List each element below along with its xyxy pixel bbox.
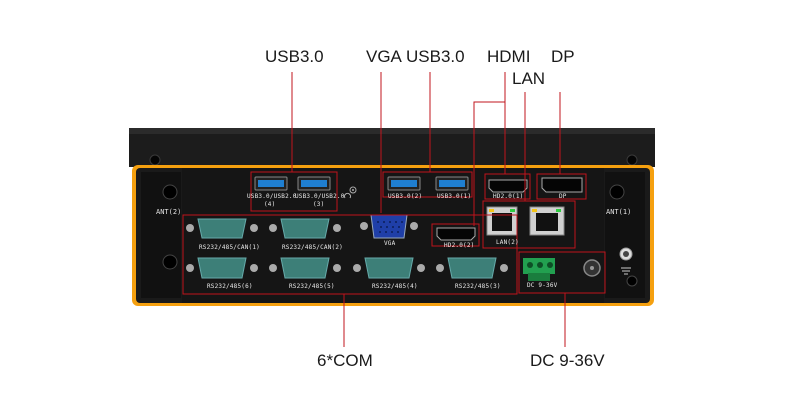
hdmi-port-top [488,179,528,193]
callout-lan: LAN [512,69,546,88]
usb-right-2-label: USB3.0(1) [437,193,472,200]
com2-label: RS232/485/CAN(2) [282,244,343,251]
usb-right-1-label: USB3.0(2) [388,193,423,200]
usb-left-1-num: (4) [264,201,276,208]
vga-label: VGA [384,240,396,247]
com-port-6 [436,257,508,279]
callout-lines [182,72,606,347]
antenna-holes [162,184,638,287]
callout-dp: DP [551,47,575,66]
hdmi-port-bottom [436,227,476,241]
ant-right-label: ANT(1) [606,208,632,216]
com-port-1 [186,218,258,239]
callout-dc: DC 9-36V [530,351,605,370]
com-ports [186,218,508,279]
callout-usb-left: USB3.0 [265,47,324,66]
com4-label: RS232/485(5) [289,283,335,290]
power-icon [344,186,357,199]
com-port-5 [353,257,425,279]
hdmi-top-label: HD2.0(1) [493,193,524,200]
callout-usb-right: USB3.0 [406,47,465,66]
lan-ports [486,206,565,236]
callout-hdmi: HDMI [487,47,531,66]
chassis-cover [129,128,655,167]
com-port-3 [186,257,258,279]
com-port-2 [269,218,341,239]
callout-com: 6*COM [317,351,373,370]
dp-label: DP [559,193,567,200]
usb-left-2-label: USB3.0/USB2.0 [295,193,345,200]
cover-screws [149,154,638,166]
com3-label: RS232/485(6) [207,283,253,290]
com6-label: RS232/485(3) [455,283,501,290]
usb-left-2-num: (3) [313,201,325,208]
hdmi-bottom-label: HD2.0(2) [444,242,475,249]
dc-terminal [523,247,633,281]
dp-port [541,177,583,193]
vga-port [360,214,418,239]
lan-label: LAN(2) [496,239,519,246]
usb-ports [254,176,469,191]
callout-vga: VGA [366,47,402,66]
com1-label: RS232/485/CAN(1) [199,244,260,251]
ant-left-label: ANT(2) [156,208,182,216]
usb-left-1-label: USB3.0/USB2.0 [247,193,297,200]
dc-label: DC 9-36V [527,282,558,289]
com5-label: RS232/485(4) [372,283,418,290]
com-port-4 [269,257,341,279]
